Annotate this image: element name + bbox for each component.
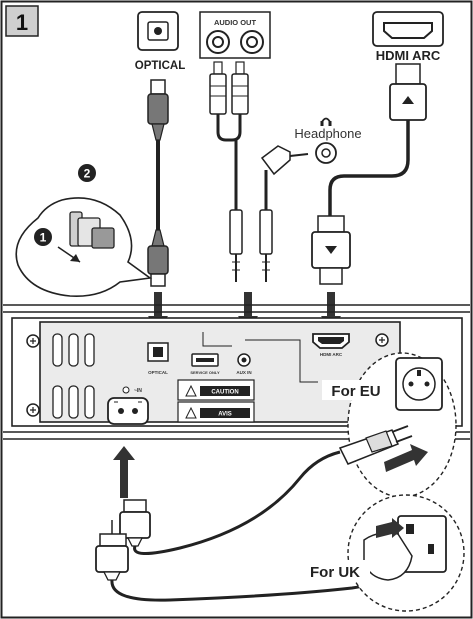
panel-aux-label: AUX IN [236,370,251,375]
avis-text: AVIS [218,412,232,418]
hdmi-arc-label: HDMI ARC [376,48,441,63]
avis-label: AVIS [177,401,255,423]
caution-label: CAUTION [177,379,255,401]
panel-optical-label: OPTICAL [148,370,168,375]
optical-cable [147,79,169,287]
optical-icon [137,11,179,51]
eu-inset [338,352,457,498]
rca-cable [209,61,249,282]
hdmi-icon [372,11,444,47]
panel-hdmi-label: HDMI ARC [320,352,343,357]
headphone-cable [259,145,309,282]
hdmi-port [312,333,350,349]
headphone-jack-icon [315,142,337,164]
optical-port [147,342,169,362]
substep-badge-2: 2 [78,164,96,182]
hdmi-cable [311,63,427,285]
substep-badge-1: 1 [34,228,52,246]
callout-bubble [15,197,153,298]
audio-out-label: AUDIO OUT [214,18,257,27]
headphone-label: Headphone [294,126,361,141]
substep-1-label: 1 [40,231,47,245]
power-cord [95,450,393,602]
headphone-icon [320,117,332,126]
for-eu-label: For EU [331,383,380,400]
power-in-label: ~IN [134,388,142,394]
optical-label: OPTICAL [135,60,185,72]
arrow-power [113,446,135,498]
power-inlet [107,397,149,425]
caution-text: CAUTION [211,390,238,396]
for-uk-label: For UK [310,564,360,581]
usb-port [191,353,219,367]
audio-out-icon [199,11,271,59]
step-number: 1 [16,10,28,35]
uk-inset [347,494,465,612]
panel-service-only-label: SERVICE ONLY [190,370,220,375]
substep-2-label: 2 [84,167,91,181]
step-badge: 1 [5,5,39,37]
aux-port [237,353,251,367]
